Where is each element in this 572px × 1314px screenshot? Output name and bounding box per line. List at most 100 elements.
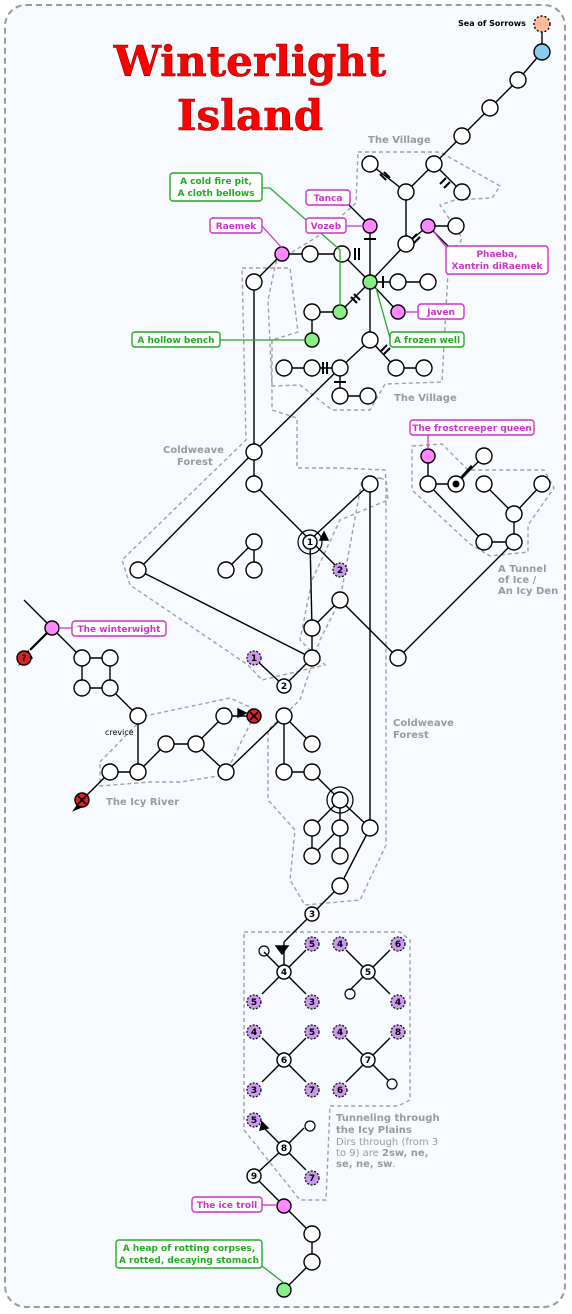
node-3: 3	[309, 910, 315, 920]
dest-6-sw: 3	[251, 1086, 257, 1096]
room	[453, 127, 471, 145]
room	[533, 475, 551, 493]
room	[275, 763, 293, 781]
room	[331, 877, 349, 895]
room	[389, 273, 407, 291]
room	[333, 245, 351, 263]
area-label-coldweave-top-2: Forest	[177, 457, 213, 468]
area-label-coldweave-mid-2: Forest	[393, 730, 429, 741]
room	[361, 819, 379, 837]
room	[303, 303, 321, 321]
dest-4-se: 3	[309, 998, 315, 1008]
room	[481, 99, 499, 117]
room-corpses	[276, 1282, 292, 1298]
room	[245, 475, 263, 493]
room	[245, 561, 263, 579]
unknown-room-label: ?	[21, 654, 26, 664]
node-1: 1	[307, 538, 313, 548]
area-label-plains-3: Dirs through (from 3	[336, 1137, 438, 1148]
room	[101, 679, 119, 697]
area-label-village-bottom: The Village	[394, 393, 457, 404]
room	[331, 591, 349, 609]
tag-frostcreeper: The frostcreeper queen	[412, 424, 532, 434]
coldweave-top-outline	[121, 267, 389, 681]
room-hollow-bench	[304, 332, 320, 348]
room-frostcreeper	[420, 448, 436, 464]
room	[425, 155, 443, 173]
npc-tags: A cold fire pit, A cloth bellows Tanca R…	[71, 172, 549, 1269]
river-outline	[99, 697, 253, 787]
npc-rooms	[44, 190, 436, 1214]
rooms	[73, 71, 551, 1271]
room	[217, 763, 235, 781]
room	[331, 847, 349, 865]
room	[509, 71, 527, 89]
area-outlines	[99, 151, 555, 1201]
room	[387, 359, 405, 377]
node-4: 4	[281, 968, 287, 978]
room	[397, 183, 415, 201]
room	[129, 561, 147, 579]
room	[453, 183, 471, 201]
room	[415, 359, 433, 377]
room	[301, 245, 319, 263]
room	[303, 619, 321, 637]
area-label-coldweave-mid-1: Coldweave	[393, 718, 454, 729]
tag-phaeba-1: Phaeba,	[476, 250, 517, 260]
room	[361, 155, 379, 173]
room	[303, 735, 321, 753]
dest-8-se: 7	[309, 1174, 315, 1184]
room	[475, 475, 493, 493]
dest-5-se: 4	[395, 998, 401, 1008]
room	[397, 235, 415, 253]
area-label-crevice: crevice	[105, 728, 134, 737]
room	[419, 475, 437, 493]
room	[475, 533, 493, 551]
tag-winterwight: The winterwight	[78, 625, 162, 635]
room-raemek	[274, 246, 290, 262]
room-vozeb	[362, 218, 378, 234]
room	[447, 217, 465, 235]
node-6: 6	[281, 1056, 287, 1066]
tag-phaeba-2: Xantrin diRaemek	[452, 262, 544, 272]
dest-p2: 2	[337, 566, 343, 576]
tag-fire-pit-2: A cloth bellows	[177, 189, 254, 199]
node-2: 2	[281, 682, 287, 692]
area-label-plains-1: Tunneling through	[336, 1113, 440, 1124]
room	[245, 533, 263, 551]
room	[303, 1253, 321, 1271]
map-title-line1: Winterlight	[113, 37, 387, 86]
room	[361, 331, 379, 349]
numbered-rooms: 1 2 3 4 5 6 7 8 9	[246, 534, 376, 1184]
node-9: 9	[251, 1172, 257, 1182]
room	[215, 707, 233, 725]
room	[505, 505, 523, 523]
area-label-icy-river: The Icy River	[106, 797, 179, 808]
room	[475, 447, 493, 465]
tag-fire-pit-1: A cold fire pit,	[180, 177, 252, 187]
destination-markers: 2 1 5 5 3 4 6 4 4 5 3 7 4 8 6 5 7	[246, 562, 406, 1186]
village-outline	[267, 151, 501, 411]
dest-6-ne: 5	[309, 1028, 315, 1038]
room	[73, 679, 91, 697]
dest-4-ne: 5	[309, 940, 315, 950]
room-fire-pit	[332, 304, 348, 320]
room	[101, 763, 119, 781]
area-label-tunnel-2: of Ice /	[498, 575, 537, 586]
room-ice-troll	[276, 1198, 292, 1214]
door-markers	[322, 171, 451, 383]
room	[245, 273, 263, 291]
room-frozen-well	[362, 274, 378, 290]
death-rooms: ?	[16, 650, 262, 808]
dest-7-sw: 6	[337, 1086, 343, 1096]
dest-p1: 1	[251, 654, 257, 664]
dest-4-sw: 5	[251, 998, 257, 1008]
tag-tanca: Tanca	[314, 194, 343, 204]
tag-frozen-well: A frozen well	[394, 336, 460, 346]
room	[73, 649, 91, 667]
tunnel-outline	[411, 443, 555, 557]
tag-hollow-bench: A hollow bench	[137, 336, 214, 346]
room	[101, 649, 119, 667]
dest-5-nw: 4	[337, 940, 343, 950]
